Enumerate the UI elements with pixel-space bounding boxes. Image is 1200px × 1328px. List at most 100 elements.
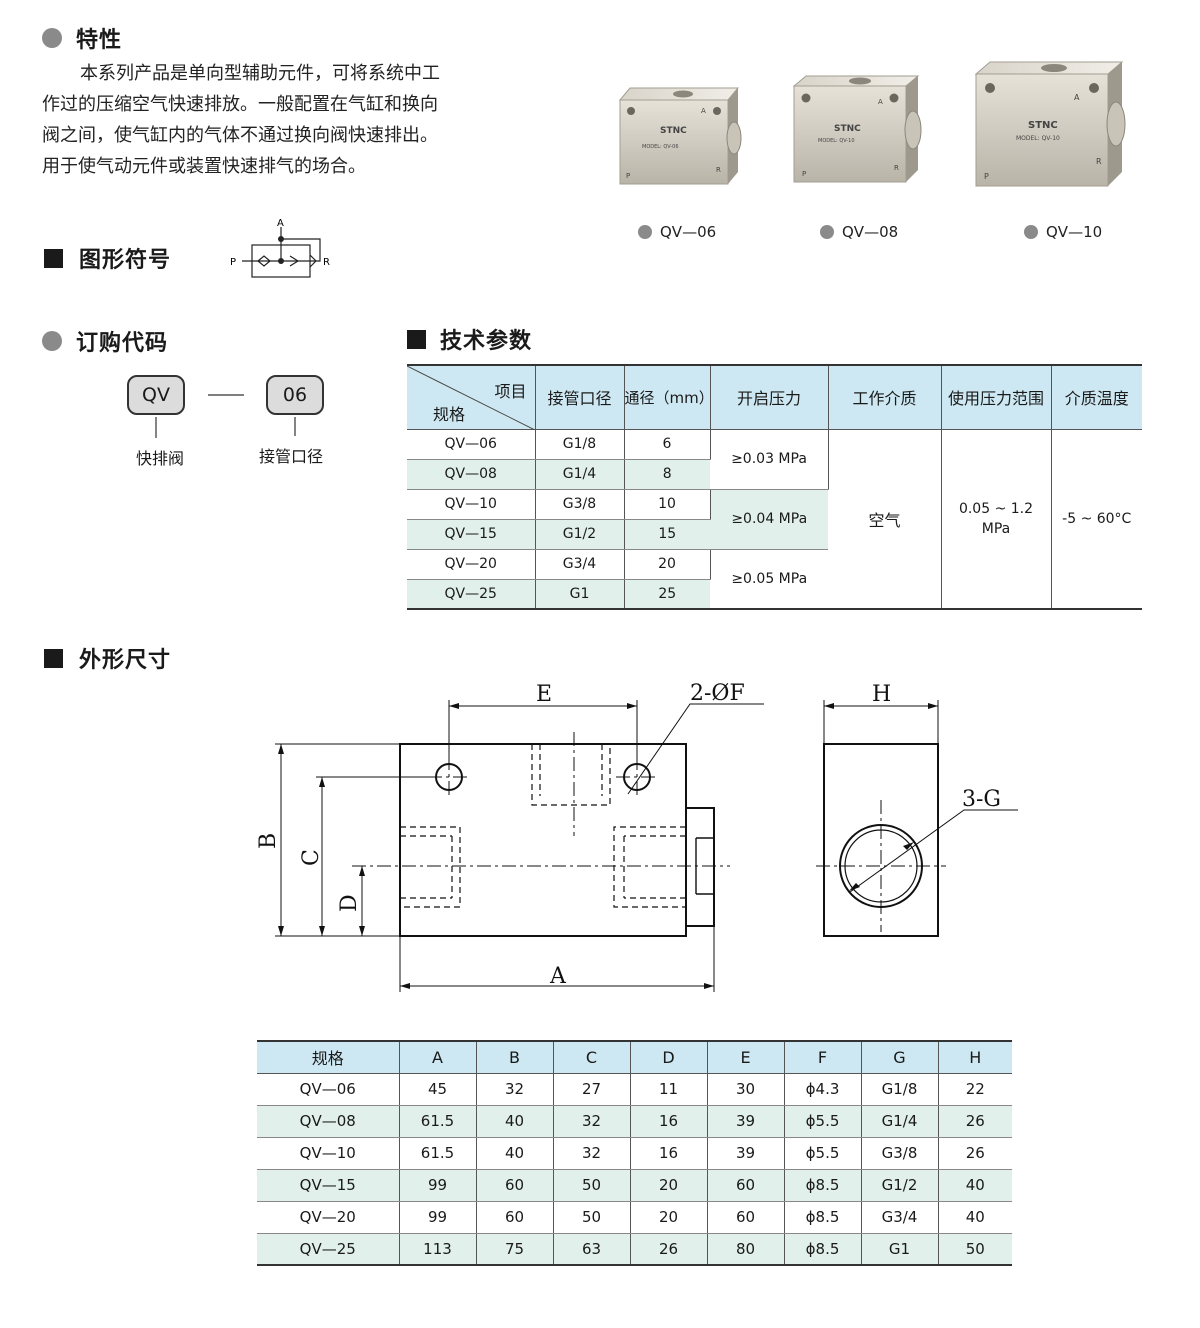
dim-label-e: E (536, 682, 552, 707)
caption-text: QV—06 (660, 223, 717, 241)
tech-cell-bore: 15 (624, 519, 710, 550)
dim-label-b: B (256, 833, 281, 849)
product-model: MODEL: QV-10 (818, 138, 855, 144)
order-code-series: QV (127, 375, 185, 415)
table-row: QV—08 61.5 40 32 16 39 ϕ5.5 G1/4 26 (257, 1105, 1012, 1138)
product-port-a: A (878, 98, 883, 106)
bullet-circle-icon (820, 225, 834, 239)
tech-header-port: 接管口径 (535, 364, 625, 430)
tech-cell-spec: QV—10 (407, 489, 536, 520)
dim-cell: 40 (938, 1169, 1012, 1202)
tech-cell-open-pressure: ≥0.03 MPa (710, 429, 829, 490)
product-port-p: P (984, 172, 989, 181)
table-row: QV—20 G3/4 20 ≥0.05 MPa (407, 549, 1142, 610)
features-text: 本系列产品是单向型辅助元件，可将系统中工 作过的压缩空气快速排放。一般配置在气缸… (42, 58, 502, 182)
dim-cell: 99 (399, 1169, 477, 1202)
tech-header-spec: 规格 (433, 404, 466, 424)
dim-cell: G3/8 (861, 1137, 939, 1170)
features-line: 作过的压缩空气快速排放。一般配置在气缸和换向 (42, 94, 438, 115)
dim-cell: QV—06 (257, 1073, 400, 1106)
dimensions-table: 规格 A B C D E F G H QV—06 45 32 27 11 30 … (257, 1040, 1012, 1266)
dim-cell: 50 (553, 1201, 631, 1234)
product-model: MODEL: QV-06 (642, 144, 679, 150)
dim-header-e: E (707, 1040, 785, 1074)
dim-cell: ϕ4.3 (784, 1073, 862, 1106)
tech-cell-port: G3/8 (535, 489, 625, 520)
dim-cell: QV—08 (257, 1105, 400, 1138)
dim-cell: ϕ8.5 (784, 1169, 862, 1202)
tech-cell-bore: 20 (624, 549, 711, 580)
dim-cell: 20 (630, 1201, 708, 1234)
tech-cell-bore: 10 (624, 489, 711, 520)
order-code-heading: 订购代码 (42, 325, 168, 357)
tech-header-bore: 通径（mm） (624, 364, 714, 430)
dim-cell: G1/2 (861, 1169, 939, 1202)
tech-cell-spec: QV—15 (407, 519, 536, 550)
features-title: 特性 (76, 28, 123, 53)
dim-cell: 32 (476, 1073, 554, 1106)
table-row: QV—06 45 32 27 11 30 ϕ4.3 G1/8 22 (257, 1073, 1012, 1106)
dim-cell: 32 (553, 1137, 631, 1170)
tech-cell-temperature: -5 ~ 60°C (1051, 429, 1142, 610)
symbol-port-p: P (230, 257, 236, 268)
dim-cell: 32 (553, 1105, 631, 1138)
pressure-range-value: 0.05 ~ 1.2 (958, 500, 1034, 517)
product-port-a: A (701, 107, 706, 115)
features-line: 阀之间，使气缸内的气体不通过换向阀快速排出。 (42, 125, 438, 146)
dim-cell: 16 (630, 1137, 708, 1170)
dim-cell: 60 (476, 1201, 554, 1234)
product-port-r: R (894, 164, 899, 172)
product-brand: STNC (660, 126, 687, 136)
dim-header-f: F (784, 1040, 862, 1074)
dim-header-row: 规格 A B C D E F G H (257, 1040, 1012, 1074)
dim-cell: ϕ8.5 (784, 1201, 862, 1234)
table-row: QV—10 G3/8 10 ≥0.04 MPa (407, 489, 1142, 550)
tech-header-open-pressure: 开启压力 (710, 364, 829, 430)
product-port-p: P (626, 172, 630, 180)
dim-cell: QV—25 (257, 1233, 400, 1266)
tech-cell-port: G1/2 (535, 519, 625, 550)
dim-cell: ϕ5.5 (784, 1105, 862, 1138)
dim-cell: 16 (630, 1105, 708, 1138)
dim-cell: 20 (630, 1169, 708, 1202)
tech-cell-spec: QV—25 (407, 579, 536, 610)
dim-cell: 26 (630, 1233, 708, 1266)
tech-header-corner: 项目 规格 (407, 364, 536, 430)
dim-cell: 26 (938, 1137, 1012, 1170)
features-line: 用于使气动元件或装置快速排气的场合。 (42, 156, 366, 177)
product-port-r: R (716, 166, 721, 174)
dim-header-c: C (553, 1040, 631, 1074)
dim-cell: 40 (476, 1105, 554, 1138)
tech-params-table: 项目 规格 接管口径 通径（mm） 开启压力 工作介质 使用压力范围 介质温度 … (407, 364, 1142, 610)
bullet-circle-icon (42, 331, 62, 351)
tech-cell-port: G3/4 (535, 549, 625, 580)
dim-header-a: A (399, 1040, 477, 1074)
product-photo-qv08: STNC MODEL: QV-10 A P R (792, 75, 922, 183)
bullet-circle-icon (638, 225, 652, 239)
dim-cell: QV—10 (257, 1137, 400, 1170)
tech-cell-port: G1 (535, 579, 625, 610)
symbol-heading: 图形符号 (44, 242, 171, 274)
tech-cell-bore: 8 (624, 459, 710, 490)
table-row: QV—25 113 75 63 26 80 ϕ8.5 G1 50 (257, 1233, 1012, 1266)
dimensions-heading: 外形尺寸 (44, 642, 171, 674)
dim-cell: 40 (476, 1137, 554, 1170)
dim-cell: 61.5 (399, 1105, 477, 1138)
dim-cell: 40 (938, 1201, 1012, 1234)
features-line: 本系列产品是单向型辅助元件，可将系统中工 (80, 63, 440, 84)
dim-cell: ϕ5.5 (784, 1137, 862, 1170)
dim-cell: G1/4 (861, 1105, 939, 1138)
tech-cell-open-pressure: ≥0.04 MPa (710, 489, 828, 550)
symbol-port-r: R (323, 257, 330, 268)
dim-header-h: H (938, 1040, 1012, 1074)
caption-text: QV—10 (1046, 223, 1103, 241)
dim-cell: 60 (476, 1169, 554, 1202)
bullet-circle-icon (1024, 225, 1038, 239)
table-row: QV—15 99 60 50 20 60 ϕ8.5 G1/2 40 (257, 1169, 1012, 1202)
dim-cell: 80 (707, 1233, 785, 1266)
tech-params-heading: 技术参数 (407, 323, 532, 355)
table-row: QV—08 G1/4 8 (407, 459, 1142, 490)
dim-cell: 50 (938, 1233, 1012, 1266)
product-port-p: P (802, 170, 806, 178)
tech-cell-port: G1/4 (535, 459, 625, 490)
